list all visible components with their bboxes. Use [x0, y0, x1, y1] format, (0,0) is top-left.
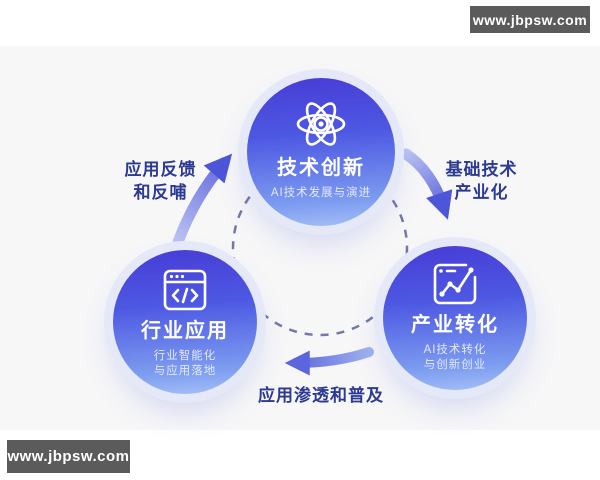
arrow-industrialization	[400, 148, 453, 220]
node-tech-innovation: 技术创新 AI技术发展与演进	[247, 78, 395, 226]
node-industry-application: 行业应用 行业智能化 与应用落地	[113, 250, 257, 394]
node-subtitle: AI技术转化 与创新创业	[423, 344, 487, 371]
node-subtitle: 行业智能化 与应用落地	[153, 350, 217, 377]
arrow-feedback	[172, 153, 233, 248]
browser-code-icon	[163, 269, 207, 311]
arrow-penetration	[284, 347, 374, 376]
watermark-top-right: www.jbpsw.com	[470, 6, 590, 33]
node-title: 产业转化	[411, 314, 499, 336]
line-chart-icon	[433, 263, 477, 305]
node-title: 行业应用	[141, 320, 229, 342]
edge-label-penetration: 应用渗透和普及	[258, 386, 384, 405]
cycle-dashed-ring	[231, 159, 409, 337]
edge-label-feedback: 应用反馈 和反哺	[124, 160, 197, 202]
node-subtitle: AI技术发展与演进	[270, 187, 372, 199]
watermark-bottom-left: www.jbpsw.com	[7, 440, 130, 473]
node-industry-transformation: 产业转化 AI技术转化 与创新创业	[383, 246, 527, 390]
atom-icon	[296, 102, 346, 146]
node-title: 技术创新	[277, 157, 365, 179]
edge-label-industrialization: 基础技术 产业化	[445, 160, 518, 202]
